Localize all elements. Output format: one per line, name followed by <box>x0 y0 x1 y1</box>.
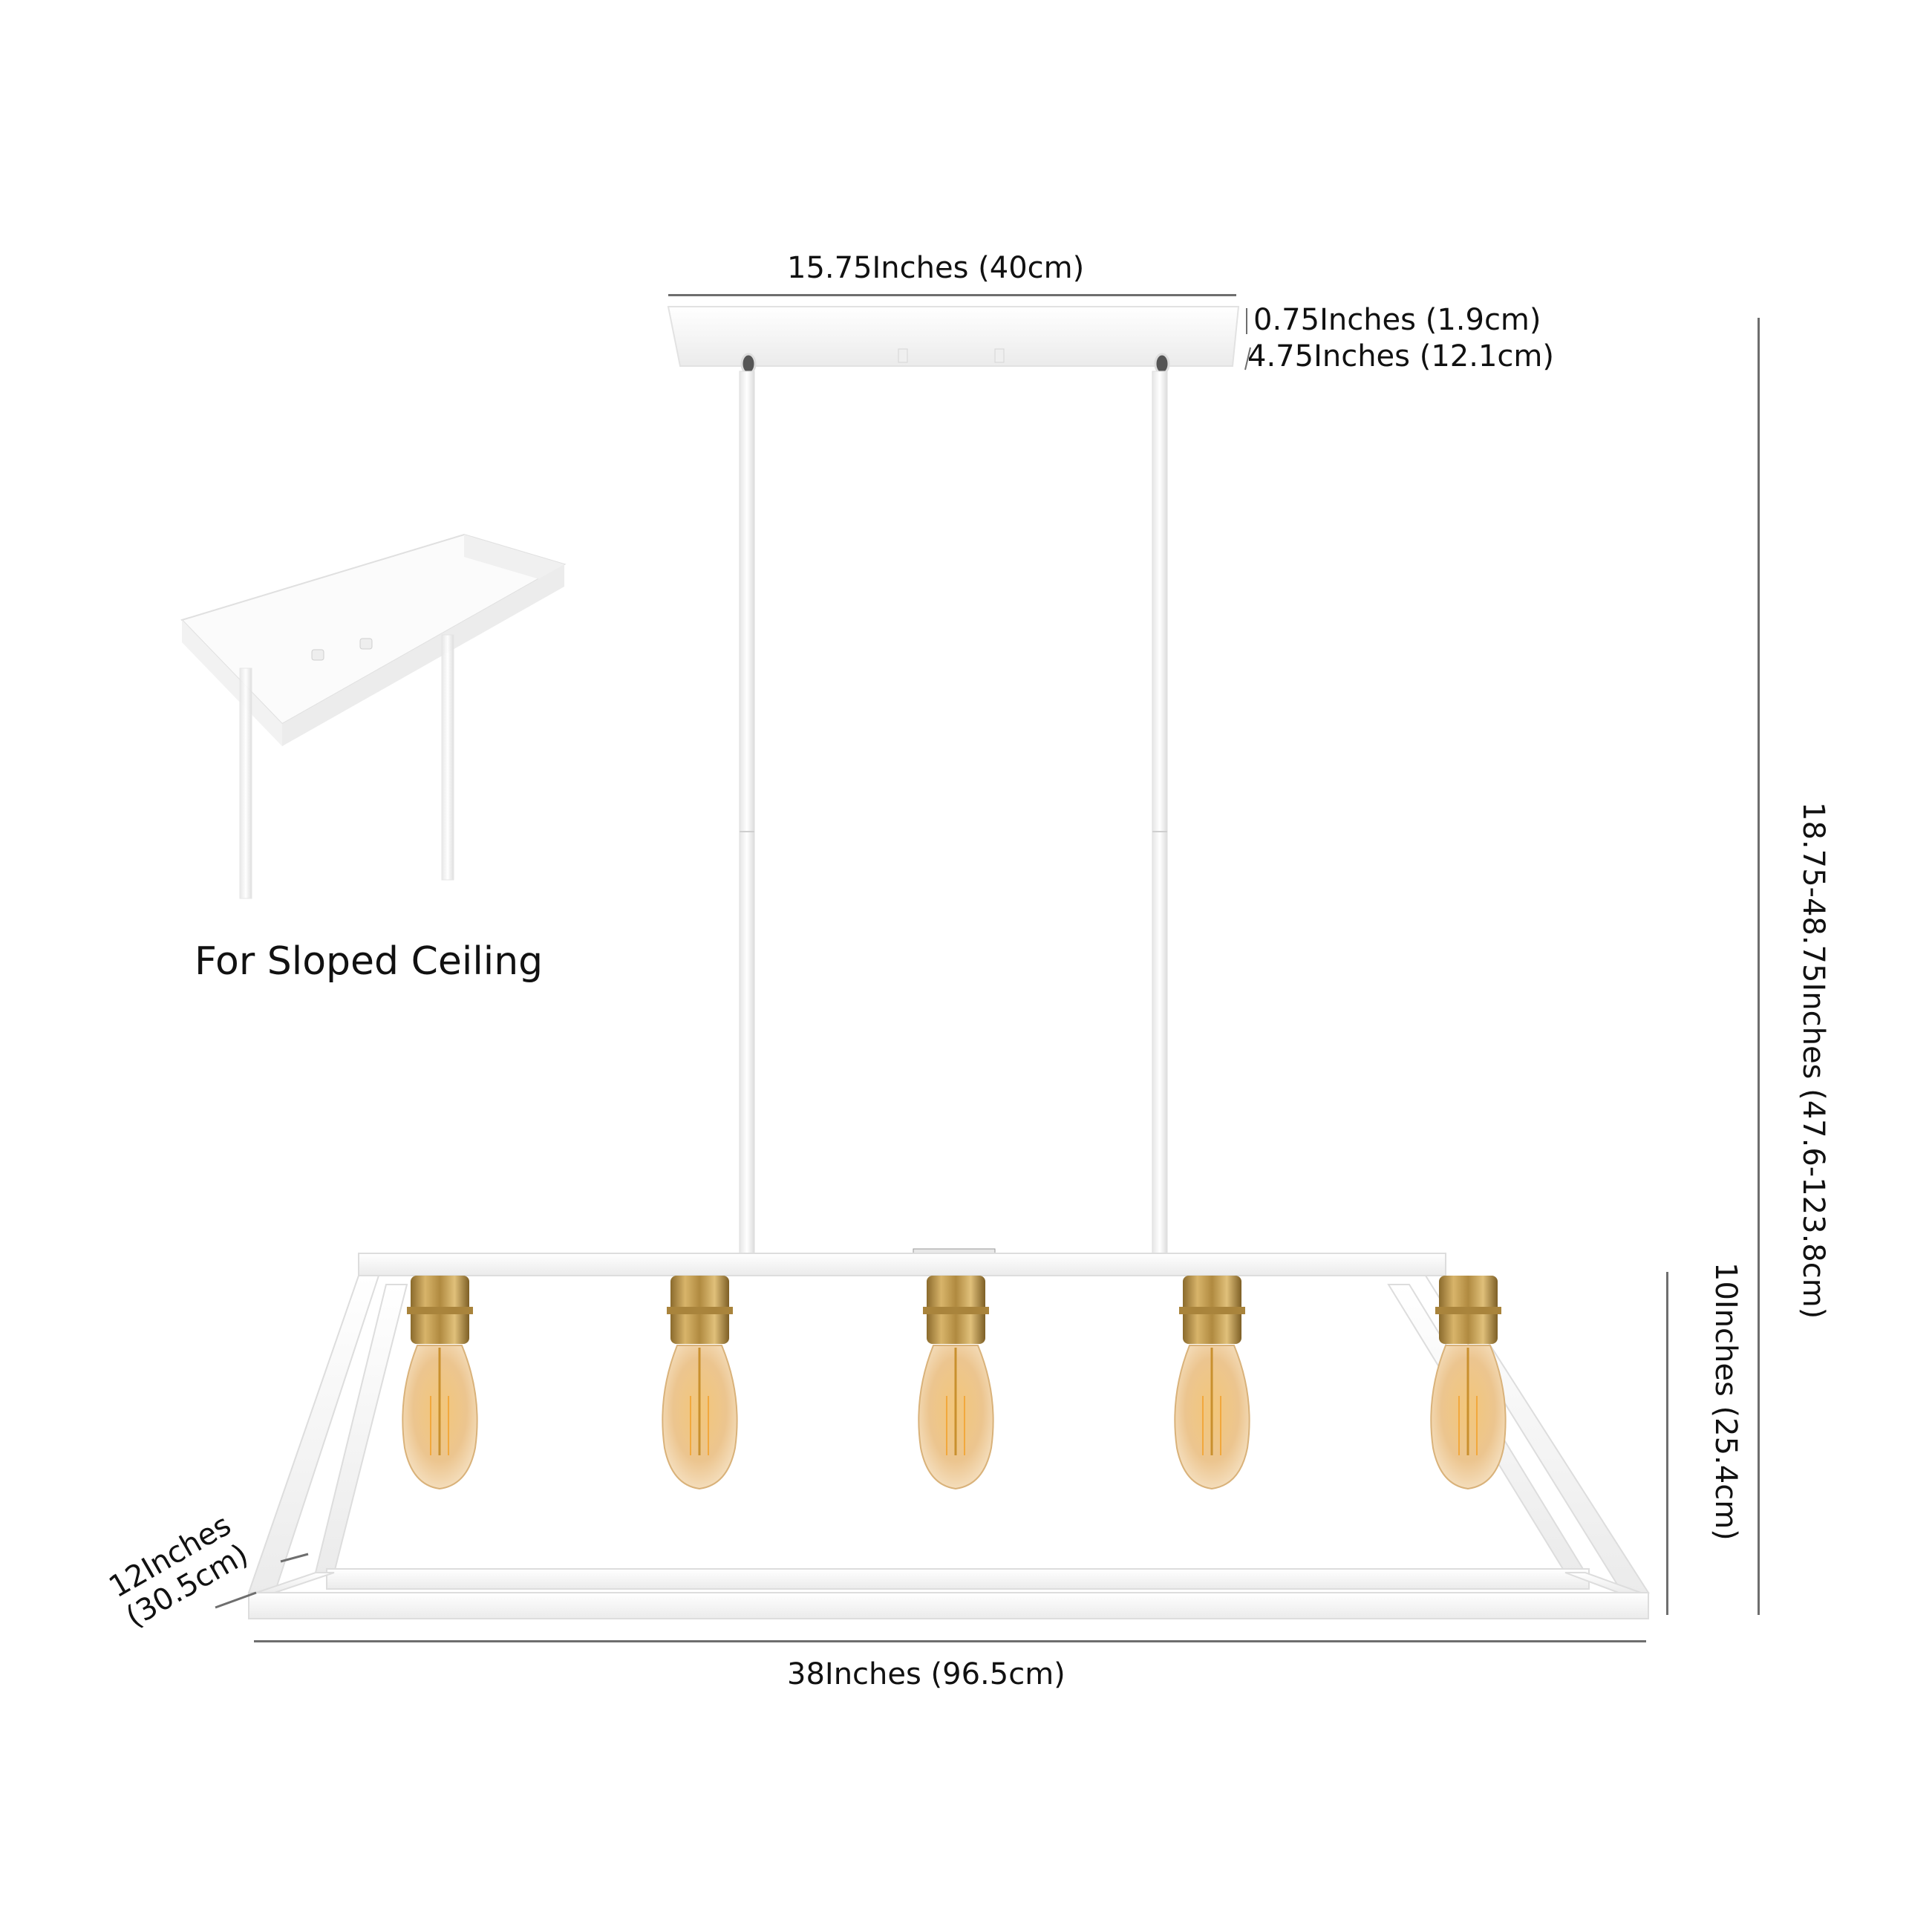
sloped-ceiling-caption: For Sloped Ceiling <box>195 939 544 984</box>
bulb-5 <box>1430 1276 1507 1490</box>
canopy-height-tick <box>1246 308 1247 334</box>
canopy-width-label: 15.75Inches (40cm) <box>787 251 1085 285</box>
frame-width-line <box>254 1640 1646 1642</box>
canopy-height-label: 0.75Inches (1.9cm) <box>1253 303 1541 337</box>
suspension-rods <box>739 371 1168 1256</box>
bulb-2 <box>662 1276 738 1490</box>
canopy-depth-tick <box>1244 347 1251 371</box>
bulb-4 <box>1174 1276 1250 1490</box>
bulb-1 <box>402 1276 478 1490</box>
overall-height-label: 18.75-48.75Inches (47.6-123.8cm) <box>1796 802 1830 1319</box>
depth-dimension-line <box>215 1591 257 1609</box>
canopy-depth-label: 4.75Inches (12.1cm) <box>1247 339 1554 373</box>
bulbs <box>402 1276 1507 1490</box>
frame-height-line <box>1666 1272 1668 1615</box>
bulb-3 <box>918 1276 994 1490</box>
frame-width-label: 38Inches (96.5cm) <box>787 1657 1065 1691</box>
sloped-ceiling-inset <box>180 533 567 899</box>
canopy <box>667 306 1240 375</box>
frame-height-label: 10Inches (25.4cm) <box>1709 1262 1743 1541</box>
canopy-width-line <box>668 294 1236 296</box>
overall-height-line <box>1758 318 1760 1615</box>
